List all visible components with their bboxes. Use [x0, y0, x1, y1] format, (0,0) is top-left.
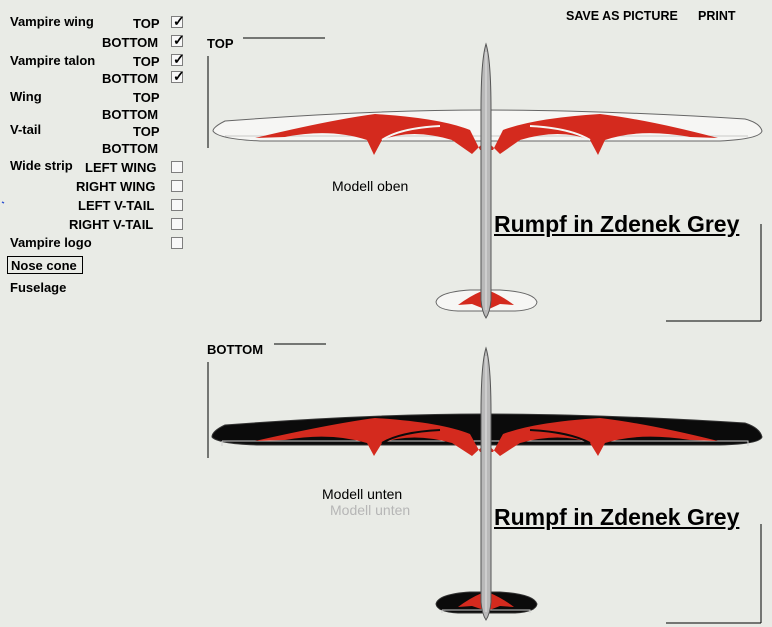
vampire-talon-bottom-option[interactable]: BOTTOM: [102, 71, 159, 86]
wide-strip-right-wing-option[interactable]: RIGHT WING: [76, 179, 156, 194]
print-button[interactable]: PRINT: [698, 9, 736, 23]
top-section-label: TOP: [207, 36, 234, 51]
bottom-view-drawing: [207, 343, 763, 624]
vampire-logo-label: Vampire logo: [10, 235, 92, 250]
wide-strip-left-wing-checkbox[interactable]: [171, 161, 183, 173]
wide-strip-right-wing-checkbox[interactable]: [171, 180, 183, 192]
vtail-label: V-tail: [10, 122, 42, 137]
wide-strip-left-vtail-checkbox[interactable]: [171, 199, 183, 211]
checkmark-icon: ✓: [173, 51, 185, 67]
nose-cone-label[interactable]: Nose cone: [11, 258, 77, 273]
nose-cone-button[interactable]: [7, 256, 83, 274]
top-view-drawing: [207, 37, 763, 322]
checkmark-icon: ✓: [173, 68, 185, 84]
vampire-talon-bottom-checkbox[interactable]: ✓: [171, 68, 185, 84]
checkmark-icon: ✓: [173, 32, 185, 48]
top-model-label: Modell oben: [332, 178, 409, 194]
wide-strip-left-vtail-option[interactable]: LEFT V-TAIL: [78, 198, 155, 213]
top-wing-red-pattern: [255, 114, 718, 155]
vampire-talon-top-option[interactable]: TOP: [133, 54, 160, 69]
vampire-wing-top-checkbox[interactable]: ✓: [171, 13, 185, 29]
wide-strip-left-wing-option[interactable]: LEFT WING: [85, 160, 157, 175]
wide-strip-label: Wide strip: [10, 158, 73, 173]
bottom-model-label-ghost: Modell unten: [330, 502, 411, 518]
wing-top-option[interactable]: TOP: [133, 90, 160, 105]
vampire-logo-checkbox[interactable]: [171, 237, 183, 249]
top-fuselage-color-label: Rumpf in Zdenek Grey: [494, 211, 740, 237]
fuselage-label[interactable]: Fuselage: [10, 280, 67, 295]
bottom-section-label: BOTTOM: [207, 342, 264, 357]
bottom-fuselage-color-label: Rumpf in Zdenek Grey: [494, 504, 740, 530]
bottom-model-label: Modell unten: [322, 486, 403, 502]
wing-label: Wing: [10, 89, 42, 104]
vtail-bottom-option[interactable]: BOTTOM: [102, 141, 159, 156]
checkmark-icon: ✓: [173, 13, 185, 29]
wide-strip-right-vtail-option[interactable]: RIGHT V-TAIL: [69, 217, 154, 232]
wide-strip-right-vtail-checkbox[interactable]: [171, 218, 183, 230]
vampire-wing-bottom-checkbox[interactable]: ✓: [171, 32, 185, 48]
wing-bottom-option[interactable]: BOTTOM: [102, 107, 159, 122]
vampire-talon-label: Vampire talon: [10, 53, 96, 68]
vampire-talon-top-checkbox[interactable]: ✓: [171, 51, 185, 67]
vampire-wing-label: Vampire wing: [10, 14, 94, 29]
vampire-wing-bottom-option[interactable]: BOTTOM: [102, 35, 159, 50]
vampire-wing-top-option[interactable]: TOP: [133, 16, 160, 31]
save-as-picture-button[interactable]: SAVE AS PICTURE: [566, 9, 678, 23]
vtail-top-option[interactable]: TOP: [133, 124, 160, 139]
bottom-wing-red-pattern: [255, 418, 718, 456]
